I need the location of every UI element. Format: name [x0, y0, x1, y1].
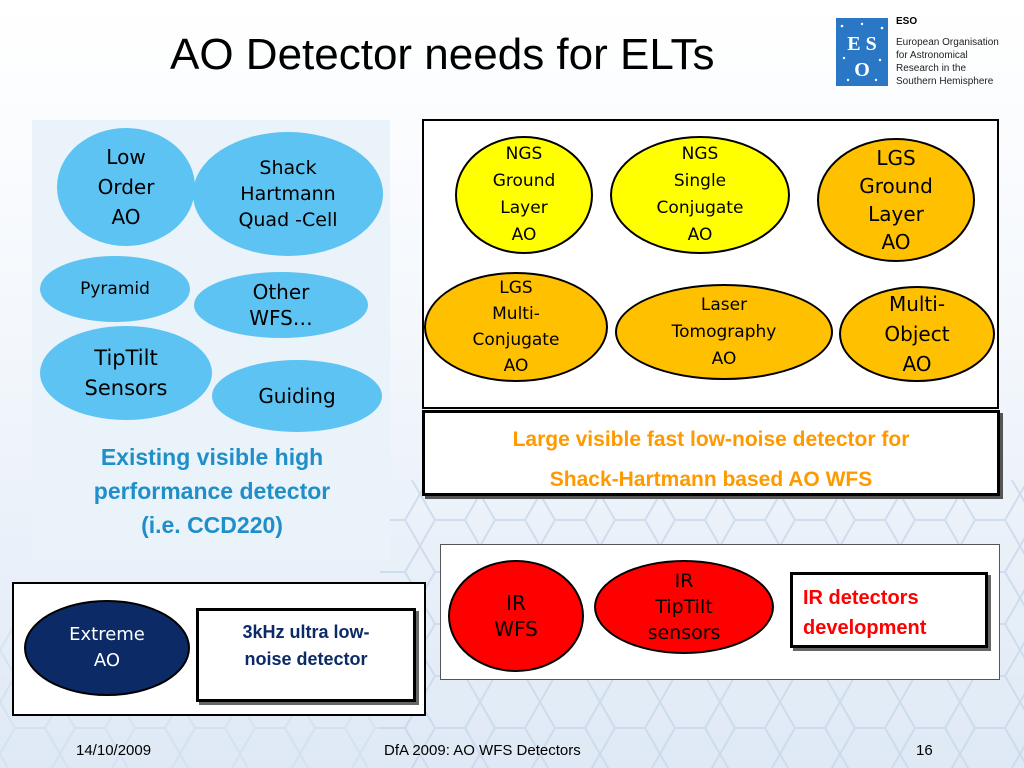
footer-page-number: 16	[916, 742, 933, 759]
lgs-glao-ellipse: LGS Ground Layer AO	[817, 138, 975, 262]
banner-line-1: Large visible fast low-noise detector fo…	[512, 428, 910, 451]
ir-tiptilt-ellipse: IR TipTilt sensors	[594, 560, 774, 654]
existing-detector-caption: Existing visible high performance detect…	[40, 440, 384, 542]
low-order-ao-ellipse: Low Order AO	[57, 128, 195, 246]
caption-line-1: Existing visible high	[100, 444, 324, 470]
banner-line-2: Shack-Hartmann based AO WFS	[549, 468, 873, 491]
pyramid-ellipse: Pyramid	[40, 256, 190, 322]
other-wfs-ellipse: Other WFS…	[194, 272, 368, 338]
moao-ellipse: Multi- Object AO	[839, 286, 995, 382]
caption-line-3: (i.e. CCD220)	[141, 512, 283, 538]
banner-text: Large visible fast low-noise detector fo…	[426, 420, 996, 500]
svg-text:O: O	[854, 59, 870, 81]
extreme-ao-ellipse: Extreme AO	[24, 600, 190, 696]
ltao-ellipse: Laser Tomography AO	[615, 284, 833, 380]
svg-text:E S: E S	[847, 33, 876, 55]
guiding-ellipse: Guiding	[212, 360, 382, 432]
visible-detector-banner	[422, 410, 1000, 496]
slide-title: AO Detector needs for ELTs	[170, 30, 715, 79]
caption-line-2: performance detector	[93, 478, 331, 504]
ngs-scao-ellipse: NGS Single Conjugate AO	[610, 136, 790, 254]
tiptilt-sensors-ellipse: TipTilt Sensors	[40, 326, 212, 420]
ir-detectors-note: IR detectors development	[790, 572, 988, 648]
shack-hartmann-ellipse: Shack Hartmann Quad -Cell	[193, 132, 383, 256]
ir-wfs-ellipse: IR WFS	[448, 560, 584, 672]
footer-date: 14/10/2009	[76, 742, 152, 759]
eso-logo: E S O	[836, 18, 888, 86]
xao-detector-note: 3kHz ultra low- noise detector	[196, 608, 416, 702]
ngs-glao-ellipse: NGS Ground Layer AO	[455, 136, 593, 254]
eso-full-name: European Organisation for Astronomical R…	[896, 37, 999, 87]
footer-title: DfA 2009: AO WFS Detectors	[384, 742, 581, 759]
lgs-mcao-ellipse: LGS Multi- Conjugate AO	[424, 272, 608, 382]
eso-abbrev: ESO	[896, 16, 918, 27]
